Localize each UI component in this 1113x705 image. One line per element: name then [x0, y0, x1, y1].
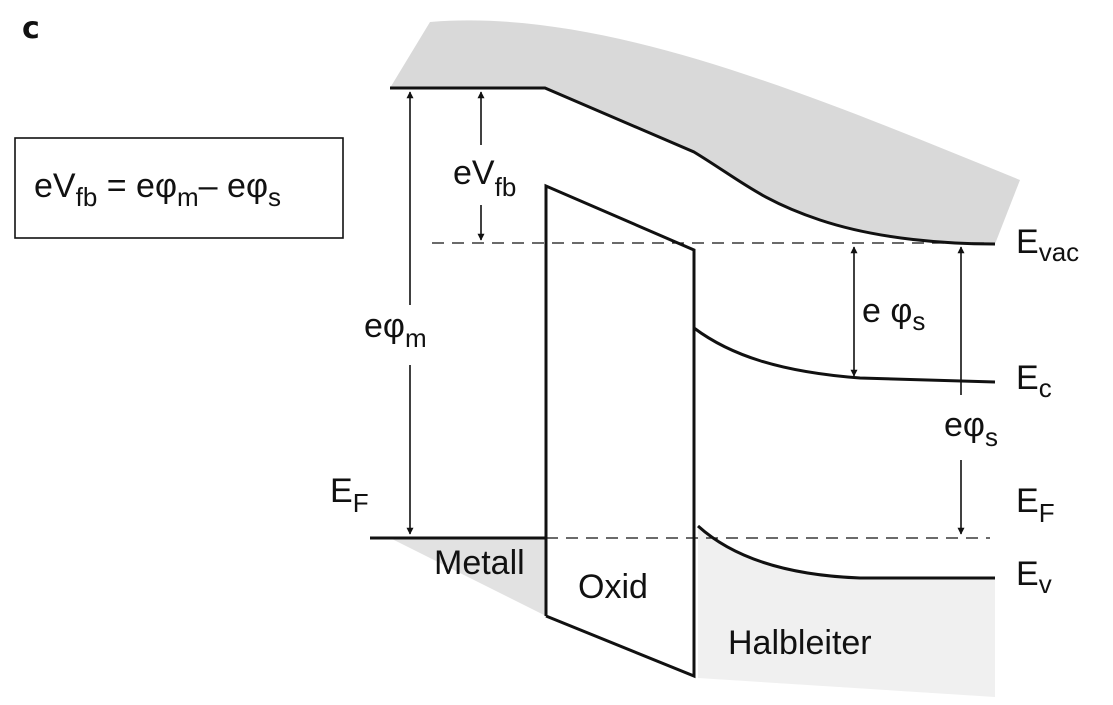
formula-box [14, 137, 344, 239]
semiconductor-region-fill [698, 528, 995, 697]
oxide-outline [544, 183, 696, 679]
label-ef-metal: EF [330, 472, 369, 518]
panel-letter: c [22, 11, 40, 46]
formula-text: eVfb = eφm– eφs [34, 167, 281, 212]
label-ev: Ev [1016, 555, 1052, 599]
vacuum-band-fill [390, 20, 1020, 244]
label-evfb: eVfb [453, 154, 516, 202]
vacuum-level-line [390, 86, 996, 246]
region-label-semiconductor: Halbleiter [728, 624, 872, 662]
label-ephis-semiconductor: e φs [862, 292, 925, 336]
label-ephim: eφm [364, 307, 427, 353]
label-ephis-workfunction: eφs [944, 406, 998, 452]
metal-region-fill [390, 538, 546, 616]
label-ef-semiconductor: EF [1016, 482, 1055, 528]
conduction-band-line [693, 326, 996, 384]
valence-band-line [696, 524, 995, 580]
label-ec: Ec [1016, 359, 1052, 403]
region-label-oxide: Oxid [578, 568, 648, 606]
label-evac: Evac [1016, 223, 1079, 267]
region-label-metal: Metall [434, 544, 525, 582]
